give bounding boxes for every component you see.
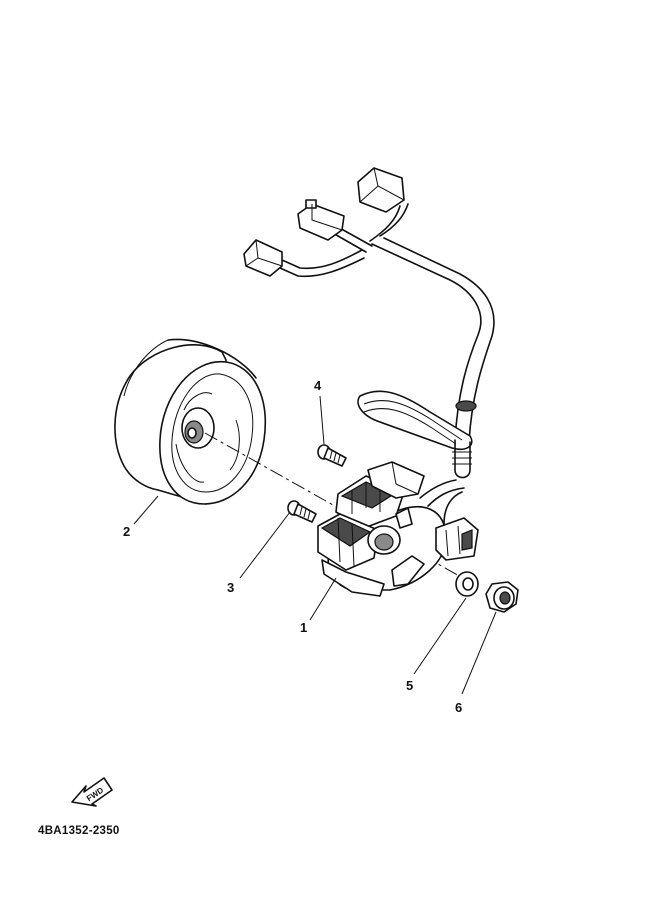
leader-lines: [133, 395, 497, 695]
rotor-flywheel: [114, 338, 266, 505]
fwd-arrow-icon: FWD: [71, 777, 113, 807]
screw-upper: [317, 444, 347, 467]
wire-clamp: [357, 390, 477, 479]
washer: [455, 571, 479, 597]
wire-harness: [279, 203, 495, 443]
callout-2: 2: [123, 524, 130, 539]
coupler-left: [243, 239, 283, 277]
stator-assembly: [317, 461, 479, 597]
nut: [485, 581, 519, 613]
screw-lower: [287, 500, 317, 523]
callout-5: 5: [406, 678, 413, 693]
callout-1: 1: [300, 620, 307, 635]
drawing-code: 4BA1352-2350: [38, 825, 120, 837]
coupler-upper: [357, 167, 405, 213]
callout-6: 6: [455, 700, 462, 715]
callout-3: 3: [227, 580, 234, 595]
callout-4: 4: [314, 378, 322, 393]
coupler-middle: [297, 199, 345, 241]
